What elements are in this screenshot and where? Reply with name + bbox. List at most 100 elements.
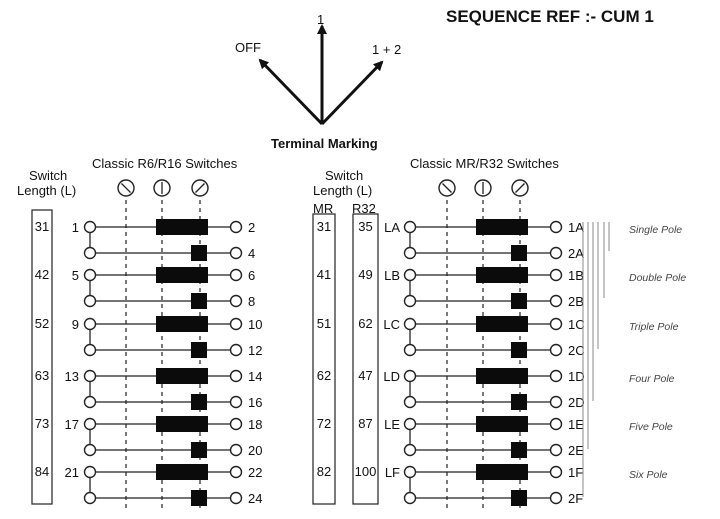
left-length-value: 73 <box>35 416 49 431</box>
pole-label: Four Pole <box>629 373 675 385</box>
left-terminal <box>229 395 243 409</box>
right-length-header-1: Switch <box>325 168 363 183</box>
position-label-both: 1 + 2 <box>372 42 401 57</box>
right-terminal-label: LE <box>384 417 400 432</box>
right-terminal <box>549 246 563 260</box>
left-terminal <box>83 443 97 457</box>
left-contact-block <box>156 368 208 384</box>
left-contact-block <box>191 342 207 358</box>
sequence-title: SEQUENCE REF :- CUM 1 <box>446 7 654 26</box>
right-right-symbol-mark <box>515 183 525 193</box>
left-panel-title: Classic R6/R16 Switches <box>92 156 238 171</box>
right-terminal-label: LF <box>385 465 400 480</box>
right-terminal-label: 2A <box>568 246 584 261</box>
left-terminal <box>229 491 243 505</box>
left-contact-block <box>191 293 207 309</box>
right-terminal <box>549 294 563 308</box>
left-terminal <box>229 443 243 457</box>
right-terminal-label: LA <box>384 220 400 235</box>
right-terminal-label: LD <box>383 369 400 384</box>
right-terminal <box>403 395 417 409</box>
right-terminal <box>403 417 417 431</box>
position-label-off: OFF <box>235 40 261 55</box>
left-terminal <box>229 417 243 431</box>
right-terminal-label: 1F <box>568 465 583 480</box>
left-terminal <box>83 491 97 505</box>
mr-length-value: 31 <box>317 219 331 234</box>
right-terminal-label: LB <box>384 268 400 283</box>
right-terminal <box>403 317 417 331</box>
right-off-symbol-mark <box>442 183 452 193</box>
r32-length-value: 62 <box>358 316 372 331</box>
left-contact-block <box>156 416 208 432</box>
left-terminal <box>83 246 97 260</box>
left-terminal-label: 13 <box>65 369 79 384</box>
right-terminal <box>549 417 563 431</box>
left-terminal-label: 4 <box>248 246 255 261</box>
left-terminal <box>229 369 243 383</box>
left-contact-block <box>156 464 208 480</box>
left-terminal <box>83 343 97 357</box>
right-terminal-label: 1A <box>568 220 584 235</box>
r32-length-value: 47 <box>358 368 372 383</box>
left-contact-block <box>191 245 207 261</box>
left-contact-block <box>191 490 207 506</box>
left-terminal-label: 6 <box>248 268 255 283</box>
left-contact-block <box>191 394 207 410</box>
left-contact-block <box>156 219 208 235</box>
right-contact-block <box>511 394 527 410</box>
left-length-value: 42 <box>35 267 49 282</box>
left-terminal-label: 24 <box>248 491 262 506</box>
r32-length-box <box>352 213 379 505</box>
arrow-left <box>258 58 324 126</box>
mr-column-header: MR <box>313 201 333 216</box>
right-terminal <box>403 294 417 308</box>
mr-length-value: 72 <box>317 416 331 431</box>
left-length-value: 52 <box>35 316 49 331</box>
right-terminal <box>549 395 563 409</box>
left-terminal-label: 8 <box>248 294 255 309</box>
right-terminal <box>549 369 563 383</box>
left-terminal <box>83 465 97 479</box>
right-length-header-2: Length (L) <box>313 183 372 198</box>
right-terminal <box>549 491 563 505</box>
arrow-right <box>320 60 384 126</box>
right-contact-block <box>511 442 527 458</box>
left-terminal-label: 14 <box>248 369 262 384</box>
right-contact-block <box>476 267 528 283</box>
left-terminal <box>229 246 243 260</box>
right-contact-block <box>476 416 528 432</box>
left-terminal-label: 12 <box>248 343 262 358</box>
left-length-value: 63 <box>35 368 49 383</box>
right-contact-block <box>511 490 527 506</box>
left-terminal <box>83 220 97 234</box>
right-terminal <box>403 220 417 234</box>
left-length-value: 84 <box>35 464 49 479</box>
right-contact-block <box>476 316 528 332</box>
right-contact-block <box>476 464 528 480</box>
right-terminal <box>549 317 563 331</box>
left-terminal-label: 18 <box>248 417 262 432</box>
pole-label: Five Pole <box>629 421 673 433</box>
mr-length-value: 41 <box>317 267 331 282</box>
r32-column-header: R32 <box>352 201 376 216</box>
left-contact-block <box>156 267 208 283</box>
pole-label: Triple Pole <box>629 321 679 333</box>
left-terminal <box>83 268 97 282</box>
right-terminal-label: LC <box>383 317 400 332</box>
left-length-header-2: Length (L) <box>17 183 76 198</box>
right-terminal <box>403 491 417 505</box>
right-contact-block <box>476 219 528 235</box>
left-right-symbol-mark <box>195 183 205 193</box>
left-contact-block <box>156 316 208 332</box>
right-contact-block <box>511 293 527 309</box>
left-terminal <box>229 268 243 282</box>
pole-label: Double Pole <box>629 272 686 284</box>
terminal-marking-label: Terminal Marking <box>271 136 378 151</box>
left-terminal-label: 5 <box>72 268 79 283</box>
right-terminal <box>403 246 417 260</box>
right-contact-block <box>511 245 527 261</box>
left-terminal-label: 9 <box>72 317 79 332</box>
left-off-symbol-mark <box>121 183 131 193</box>
